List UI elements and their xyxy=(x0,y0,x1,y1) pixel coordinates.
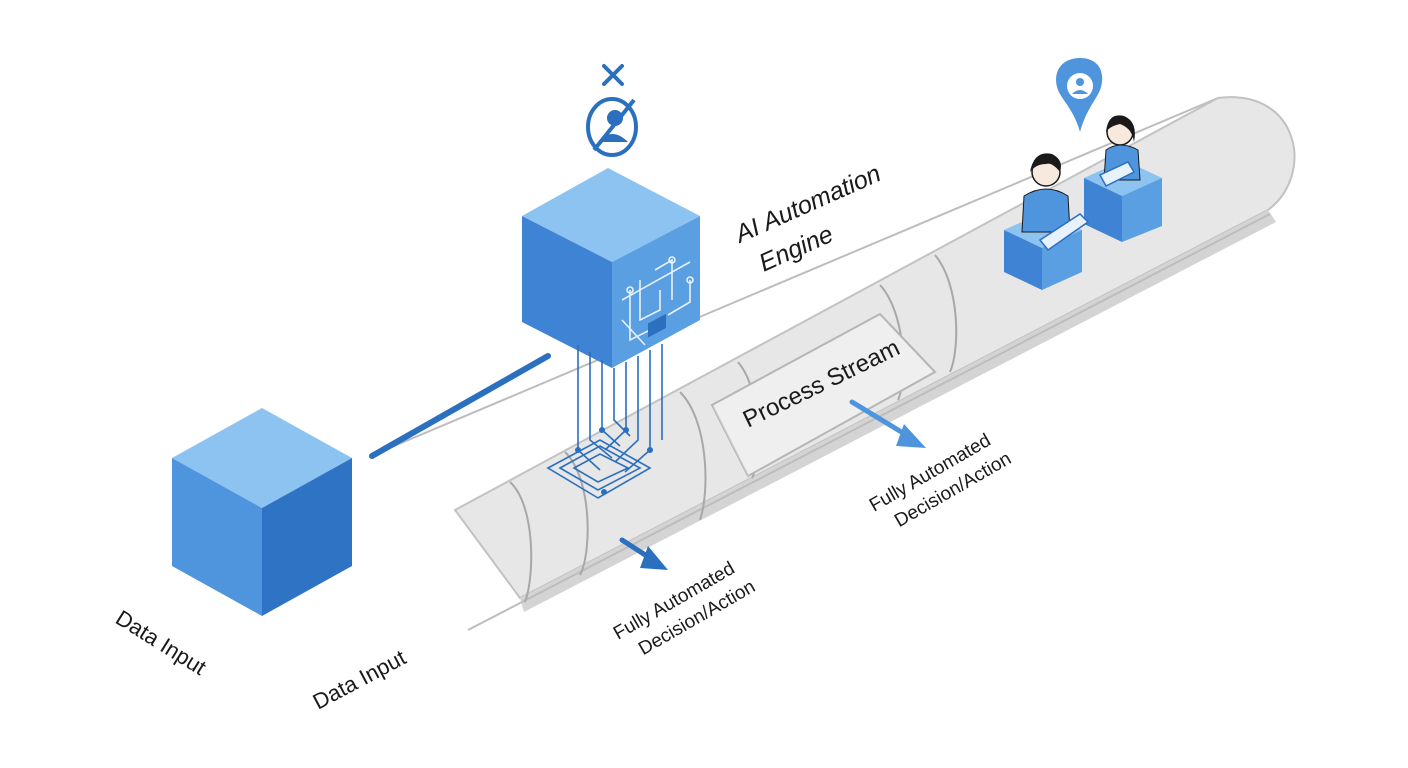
ai-engine-cube xyxy=(522,168,700,499)
data-input-cube-label: Data Input xyxy=(111,605,210,680)
data-input-cube xyxy=(172,408,352,616)
no-human-icon xyxy=(586,97,638,157)
arrow-front xyxy=(619,537,668,570)
human-workstation-back xyxy=(1084,115,1162,242)
circuit-board xyxy=(621,256,694,346)
human-workstation-front xyxy=(1004,153,1090,290)
arrow-back xyxy=(849,399,926,448)
engine-connector xyxy=(369,353,551,459)
person-chat-bubble-icon xyxy=(1056,58,1103,132)
data-input-belt-label: Data Input xyxy=(309,645,410,715)
close-icon xyxy=(602,64,624,86)
